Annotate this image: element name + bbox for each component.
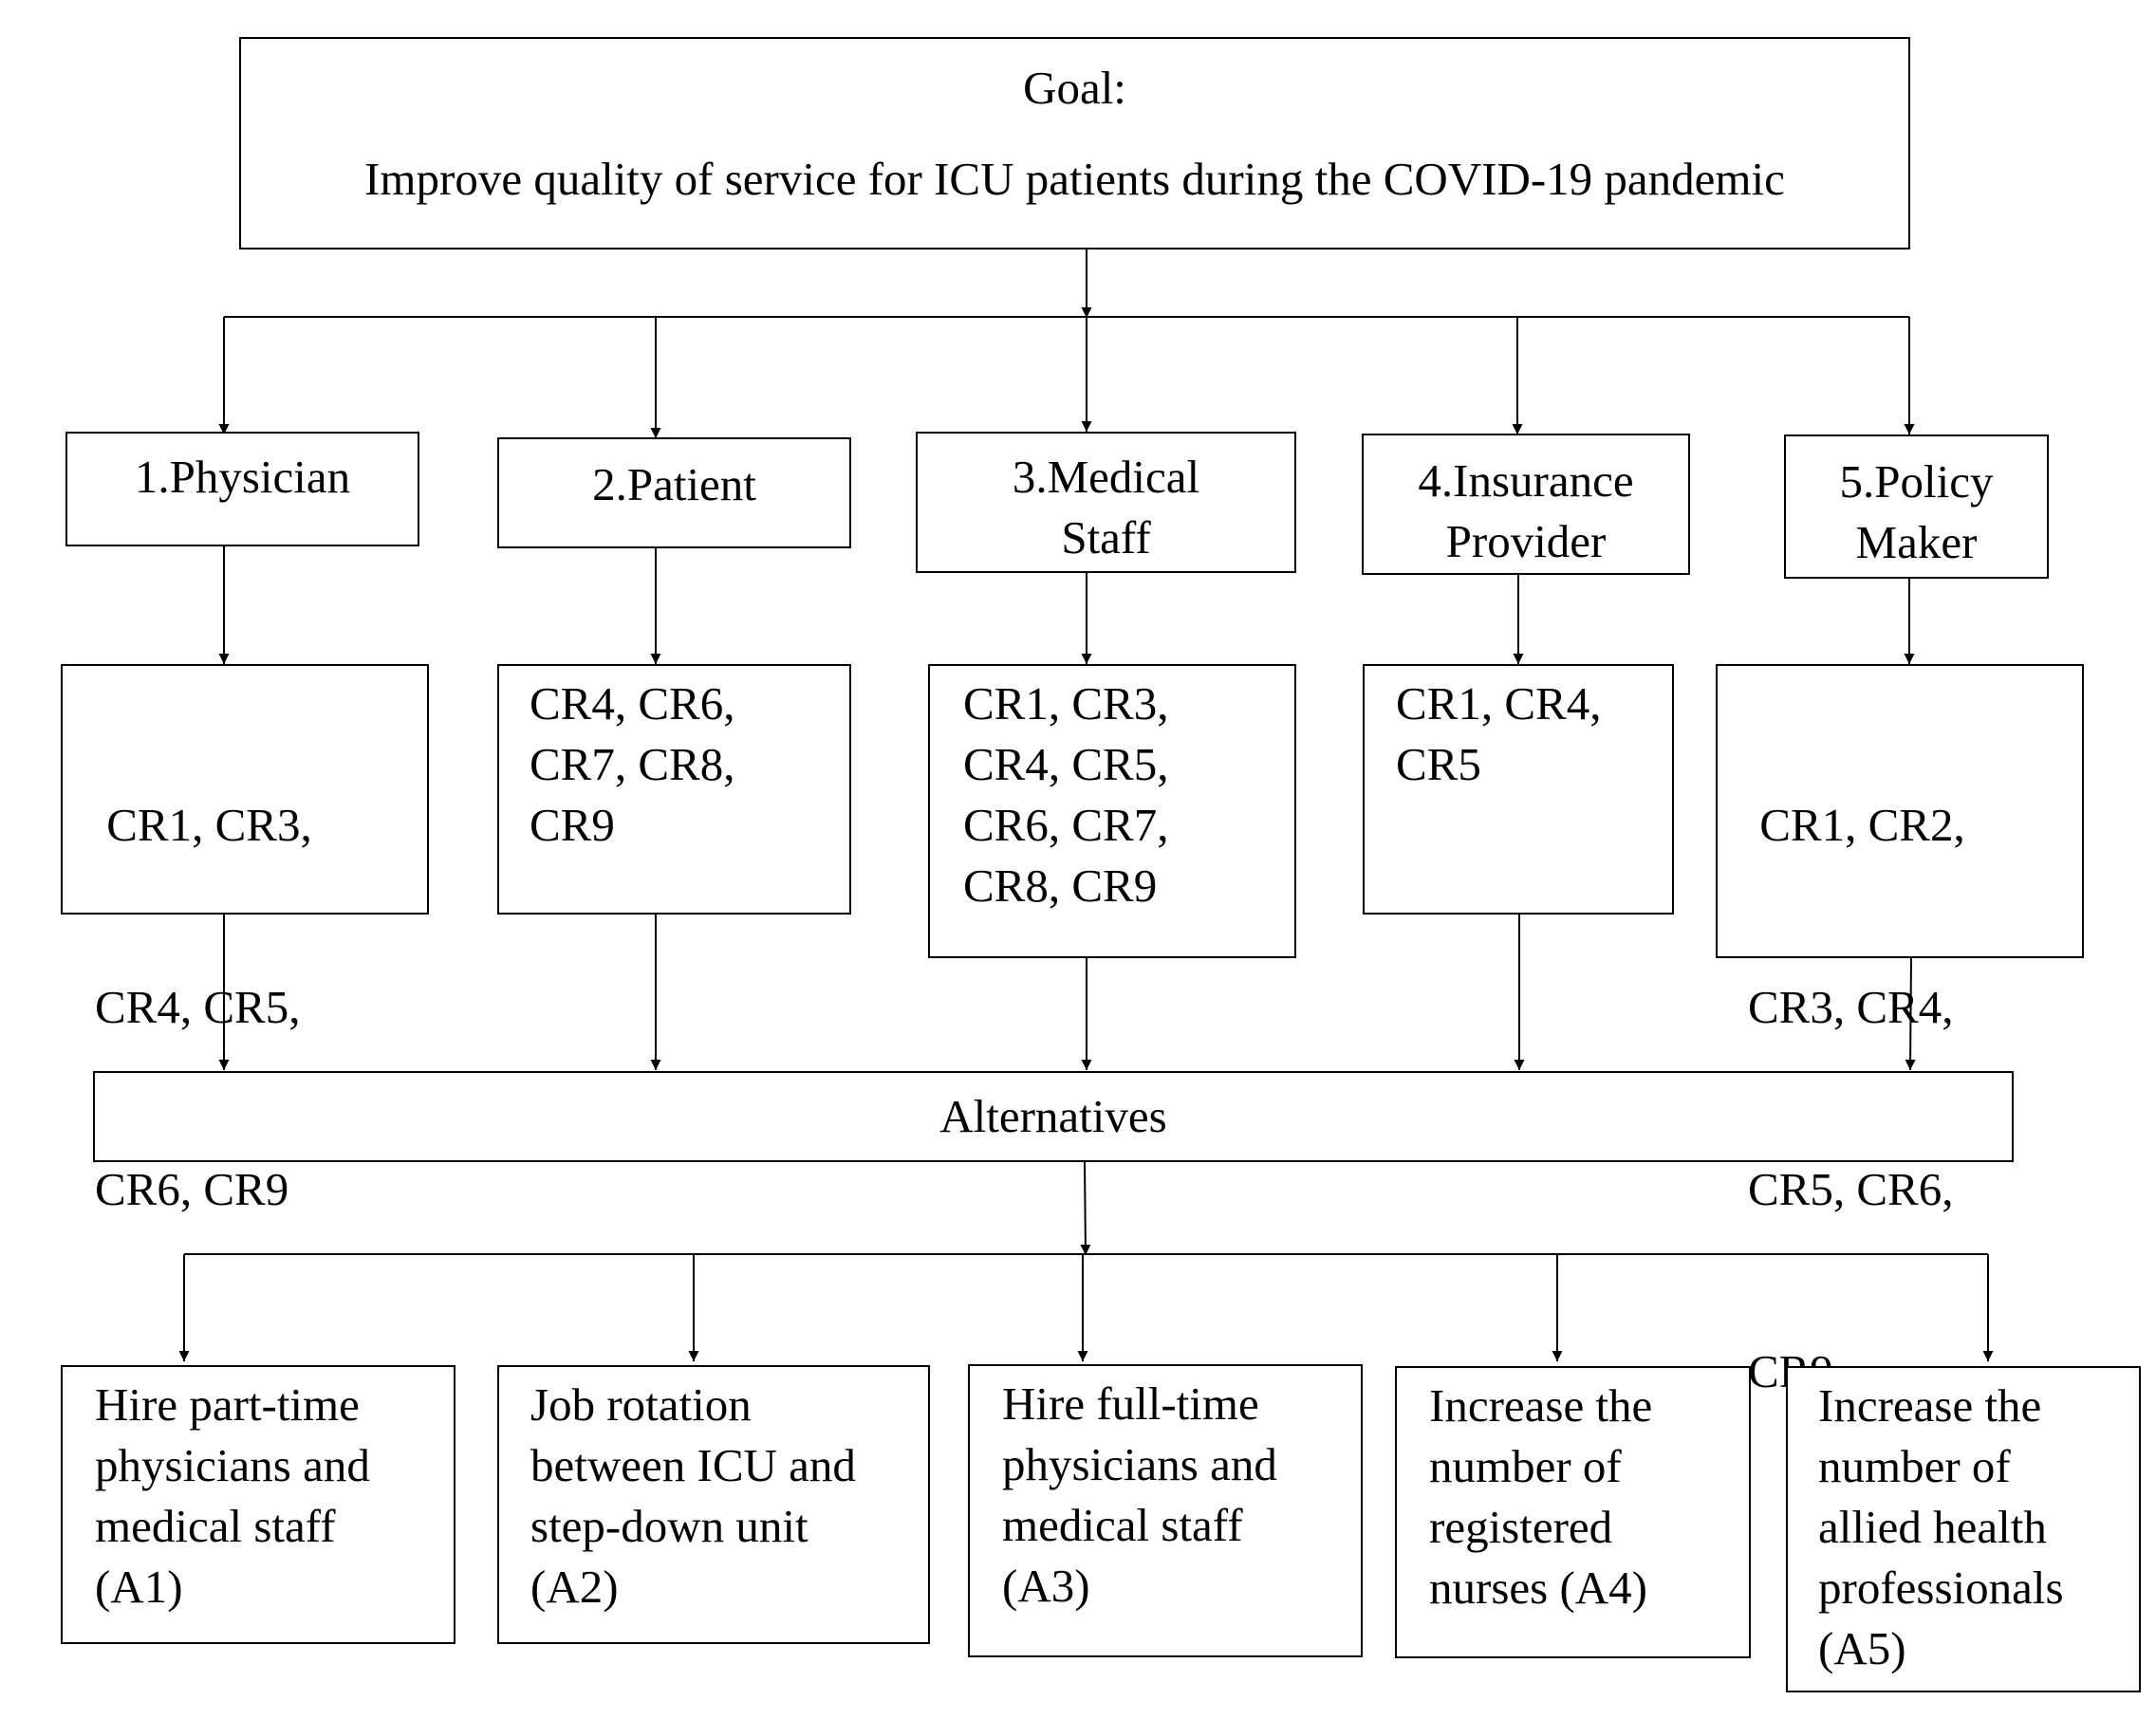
- goal-title: Goal:: [1023, 62, 1126, 114]
- stakeholder-insurance-provider: 4.Insurance Provider: [1362, 434, 1690, 575]
- criteria-line: CR5, CR6,: [1748, 1163, 1954, 1215]
- alternative-a3: Hire full-time physicians and medical st…: [968, 1364, 1363, 1657]
- criteria-line: CR4, CR5,: [963, 738, 1169, 790]
- alternative-a5: Increase the number of allied health pro…: [1786, 1366, 2141, 1692]
- arrow-criteria-5-alternatives: [1905, 955, 1916, 1071]
- alternative-line: medical staff: [1002, 1499, 1243, 1551]
- stakeholder-label: 2.Patient: [592, 458, 756, 510]
- alternatives-label: Alternatives: [939, 1090, 1167, 1142]
- alternative-line: Job rotation: [530, 1378, 752, 1431]
- stakeholder-patient: 2.Patient: [497, 437, 851, 548]
- alternative-line: nurses (A4): [1429, 1562, 1647, 1614]
- criteria-patient: CR4, CR6, CR7, CR8, CR9: [497, 664, 851, 915]
- criteria-line: CR1, CR3,: [95, 799, 312, 851]
- alternatives-box: Alternatives: [93, 1071, 2014, 1162]
- alternative-a4: Increase the number of registered nurses…: [1395, 1366, 1751, 1658]
- alternative-line: Hire part-time: [95, 1378, 360, 1431]
- stakeholder-medical-staff: 3.Medical Staff: [916, 432, 1296, 573]
- alternative-a1: Hire part-time physicians and medical st…: [61, 1365, 455, 1644]
- stakeholder-label: Maker: [1855, 516, 1978, 568]
- alternative-line: step-down unit: [530, 1500, 808, 1552]
- stakeholder-label: 1.Physician: [134, 451, 351, 503]
- alternative-line: Increase the: [1818, 1379, 2042, 1432]
- criteria-line: CR5: [1396, 738, 1481, 790]
- alternative-line: Hire full-time: [1002, 1377, 1259, 1430]
- alternative-line: Increase the: [1429, 1379, 1653, 1432]
- stakeholder-label: Provider: [1445, 515, 1607, 567]
- criteria-line: CR4, CR6,: [530, 677, 735, 730]
- alternative-line: (A1): [95, 1561, 183, 1613]
- criteria-line: CR9: [530, 799, 615, 851]
- stakeholder-physician: 1.Physician: [65, 432, 419, 546]
- criteria-line: CR6, CR9: [95, 1163, 289, 1215]
- alternative-line: physicians and: [1002, 1438, 1277, 1490]
- criteria-physician: CR1, CR3, CR4, CR5, CR6, CR9: [61, 664, 429, 1215]
- stakeholder-label: Staff: [1061, 511, 1151, 564]
- goal-text: Improve quality of service for ICU patie…: [364, 153, 1785, 205]
- stakeholder-policy-maker: 5.Policy Maker: [1784, 434, 2049, 579]
- alternative-line: (A5): [1818, 1622, 1906, 1674]
- alternative-line: (A3): [1002, 1560, 1090, 1612]
- criteria-line: CR1, CR3,: [963, 677, 1169, 730]
- criteria-line: CR1, CR4,: [1396, 677, 1602, 730]
- alternatives-arrow: [1080, 1161, 1091, 1256]
- alternative-line: professionals: [1818, 1562, 2064, 1614]
- criteria-medical-staff: CR1, CR3, CR4, CR5, CR6, CR7, CR8, CR9: [928, 664, 1296, 958]
- goal-box: Goal: Improve quality of service for ICU…: [239, 37, 1910, 250]
- alternative-line: physicians and: [95, 1439, 370, 1491]
- criteria-line: CR1, CR2,: [1748, 799, 1965, 851]
- criteria-line: CR8, CR9: [963, 860, 1158, 912]
- alternative-line: medical staff: [95, 1500, 336, 1552]
- criteria-policy-maker: CR1, CR2, CR3, CR4, CR5, CR6, CR9: [1716, 664, 2084, 1397]
- alternative-line: allied health: [1818, 1501, 2047, 1553]
- criteria-line: CR4, CR5,: [95, 981, 301, 1033]
- alternative-line: between ICU and: [530, 1439, 856, 1491]
- stakeholder-label: 3.Medical: [1012, 451, 1200, 503]
- alternative-line: number of: [1429, 1440, 1622, 1492]
- criteria-line: CR6, CR7,: [963, 799, 1169, 851]
- alternative-a2: Job rotation between ICU and step-down u…: [497, 1365, 930, 1644]
- alternative-line: (A2): [530, 1561, 619, 1613]
- alternative-line: number of: [1818, 1440, 2011, 1492]
- criteria-insurance-provider: CR1, CR4, CR5: [1363, 664, 1674, 915]
- criteria-line: CR3, CR4,: [1748, 981, 1954, 1033]
- alternative-line: registered: [1429, 1501, 1613, 1553]
- stakeholder-label: 5.Policy: [1839, 455, 1994, 508]
- criteria-line: CR7, CR8,: [530, 738, 735, 790]
- stakeholder-label: 4.Insurance: [1418, 454, 1634, 507]
